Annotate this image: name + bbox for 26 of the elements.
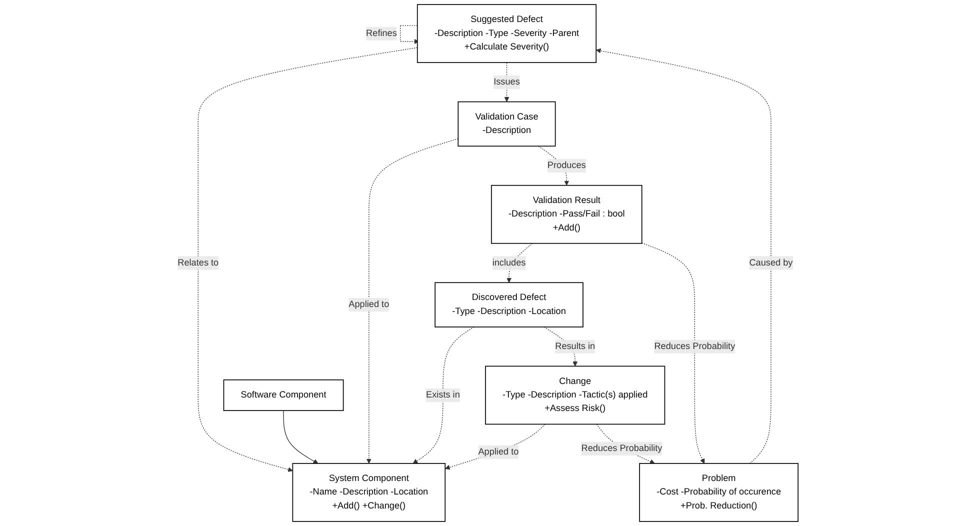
node-box bbox=[458, 101, 556, 147]
edge-label: Caused by bbox=[749, 258, 793, 268]
arrow bbox=[366, 138, 458, 464]
node-box bbox=[491, 184, 642, 244]
arrow bbox=[642, 242, 705, 464]
arrow bbox=[444, 424, 546, 470]
arrow bbox=[412, 326, 474, 464]
node-box bbox=[223, 379, 344, 411]
edge-label: Applied to bbox=[348, 300, 390, 310]
arrow bbox=[283, 410, 318, 464]
edge-label: Applied to bbox=[478, 446, 519, 457]
edge-label: Produces bbox=[547, 160, 586, 170]
edge-label: Issues bbox=[494, 77, 520, 87]
edge-label: Relates to bbox=[178, 258, 219, 268]
edge-label: Reduces Probability bbox=[654, 341, 736, 352]
edge-label: Reduces Probability bbox=[581, 443, 662, 454]
arrow bbox=[198, 47, 418, 472]
node-box bbox=[416, 4, 597, 63]
edge-label: Exists in bbox=[426, 390, 460, 400]
edge-label: Refines bbox=[366, 28, 397, 38]
edge-label: Results in bbox=[555, 341, 596, 352]
node-box bbox=[434, 282, 584, 328]
node-box bbox=[639, 463, 798, 522]
node-box bbox=[485, 366, 666, 425]
node-box bbox=[292, 463, 446, 522]
edge-label: includes bbox=[492, 258, 526, 268]
